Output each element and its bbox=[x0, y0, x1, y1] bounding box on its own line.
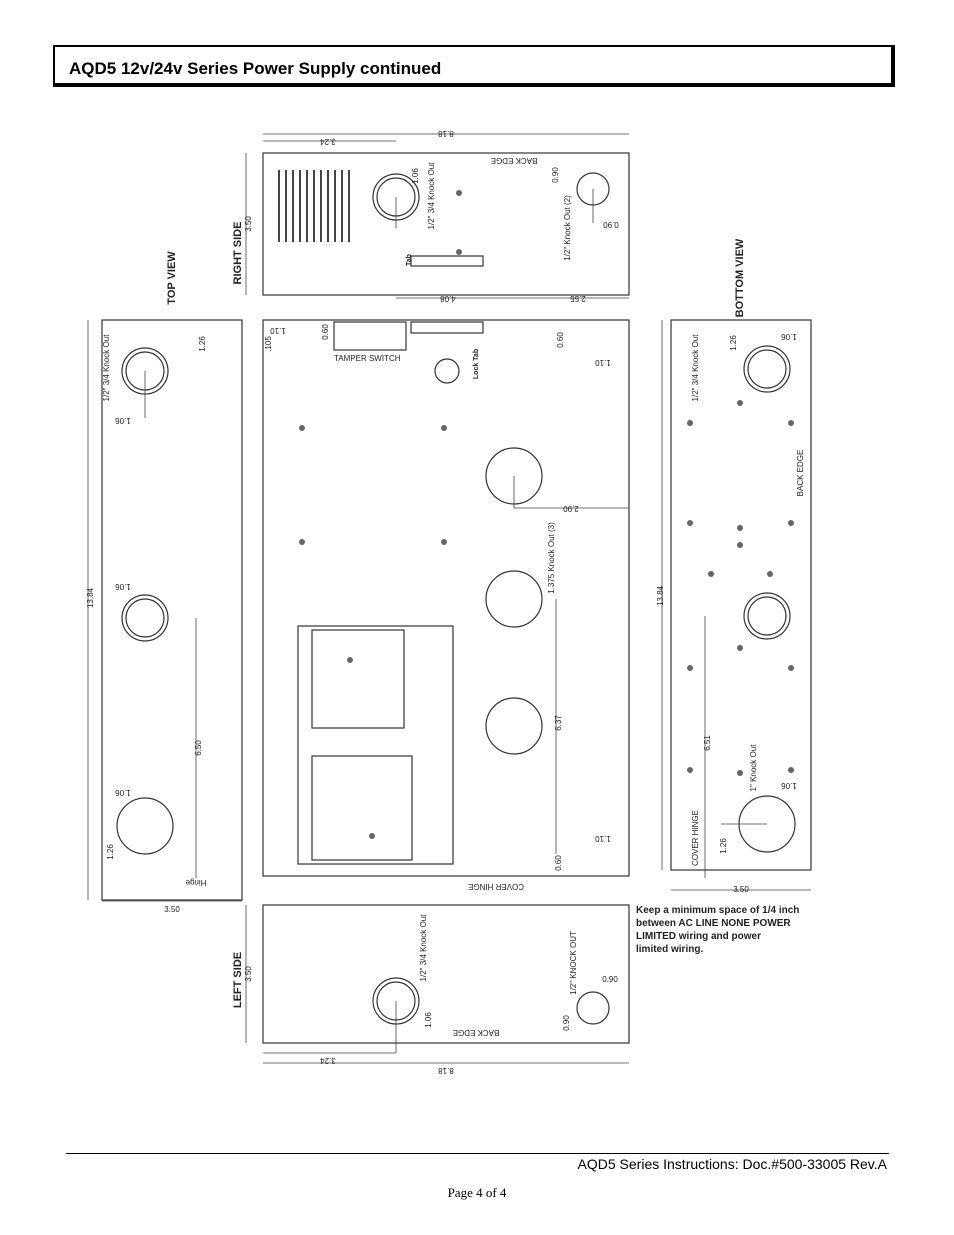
page-title: AQD5 12v/24v Series Power Supply continu… bbox=[69, 59, 442, 78]
top-view-panel bbox=[101, 319, 243, 901]
dim-13-84-top: 13.84 bbox=[86, 587, 95, 608]
note-line-1: Keep a minimum space of 1/4 inch bbox=[636, 905, 799, 916]
cover-hinge-label: COVER HINGE bbox=[468, 882, 524, 891]
right-side-panel bbox=[262, 152, 630, 296]
dim-0-90-left: 0.90 bbox=[562, 1015, 571, 1031]
knockout-12-label: 1/2" KNOCK OUT bbox=[569, 931, 578, 995]
tamper-switch-box bbox=[333, 321, 407, 351]
dim-105: .105 bbox=[264, 336, 273, 352]
dim-13-84-bottom: 13.84 bbox=[656, 585, 665, 606]
note-line-3: LIMITED wiring and power bbox=[636, 931, 761, 942]
dim-1-06-right: 1.06 bbox=[411, 168, 420, 184]
dim-8-18-top: 8.18 bbox=[438, 129, 454, 138]
dim-3-50-top: 3.50 bbox=[164, 905, 180, 914]
dim-1-26-bottom-b: 1.26 bbox=[719, 838, 728, 854]
knockout-34-label: 1/2" 3/4 Knock Out bbox=[427, 162, 436, 230]
dim-3-24-top: 3.24 bbox=[320, 137, 336, 146]
left-back-edge-label: BACK EDGE bbox=[453, 1028, 500, 1037]
drawing-svg: RIGHT SIDE TOP VIEW BOTTOM VIEW LEFT SID… bbox=[86, 129, 812, 1075]
back-edge-top-label: BACK EDGE bbox=[491, 156, 538, 165]
dim-1-06-left: 1.06 bbox=[424, 1012, 433, 1028]
footer-doc-number: AQD5 Series Instructions: Doc.#500-33005… bbox=[577, 1156, 887, 1172]
left-knockout-34-label: 1/2" 3/4 Knock Out bbox=[419, 914, 428, 982]
dim-3-24-left: 3.24 bbox=[320, 1056, 336, 1065]
bottom-knockout-34-label: 1/2" 3/4 Knock Out bbox=[691, 334, 700, 402]
bottom-view-panel bbox=[670, 319, 812, 871]
front-panel bbox=[262, 319, 630, 877]
dim-4-08: 4.08 bbox=[440, 294, 456, 303]
lock-tab-box bbox=[410, 321, 484, 334]
dim-1-06-top-b: 1.06 bbox=[115, 582, 131, 591]
tab-label: Tab bbox=[406, 254, 413, 266]
hinge-label: Hinge bbox=[185, 878, 206, 887]
header-box: AQD5 12v/24v Series Power Supply continu… bbox=[53, 45, 895, 87]
dim-1-06-bottom: 1.06 bbox=[781, 332, 797, 341]
note-line-2: between AC LINE NONE POWER bbox=[636, 918, 791, 929]
board-outline bbox=[297, 625, 454, 865]
lock-tab-label: Lock Tab bbox=[473, 349, 480, 379]
dim-0-60-front-b: 0.60 bbox=[556, 332, 565, 348]
dim-6-37: 6.37 bbox=[554, 715, 563, 731]
tamper-switch-label: TAMPER SWITCH bbox=[334, 354, 401, 363]
tab-slot bbox=[410, 255, 484, 267]
left-side-label: LEFT SIDE bbox=[232, 952, 244, 1008]
dim-1-06-bottom-b: 1.06 bbox=[781, 781, 797, 790]
dim-1-10-front: 1.10 bbox=[270, 326, 286, 335]
mechanical-drawing: RIGHT SIDE TOP VIEW BOTTOM VIEW LEFT SID… bbox=[66, 118, 840, 1083]
bottom-view-label: BOTTOM VIEW bbox=[734, 238, 746, 317]
dim-1-26-top: 1.26 bbox=[198, 336, 207, 352]
dim-1-06-top: 1.06 bbox=[115, 416, 131, 425]
dim-0-90-right: 0.90 bbox=[551, 167, 560, 183]
dim-2-55: 2.55 bbox=[570, 294, 586, 303]
dim-1-26-top-b: 1.26 bbox=[106, 844, 115, 860]
knockout-1375-label: 1.375 Knock Out (3) bbox=[547, 522, 556, 594]
knockout-1-label: 1" Knock Out bbox=[749, 744, 758, 792]
dim-1-10-front-c: 1.10 bbox=[595, 834, 611, 843]
top-knockout-34-label: 1/2" 3/4 Knock Out bbox=[102, 334, 111, 402]
transformer-bottom bbox=[311, 755, 413, 861]
dim-1-06-top-c: 1.06 bbox=[115, 788, 131, 797]
dim-3-50-bottom: 3.50 bbox=[733, 885, 749, 894]
bottom-cover-hinge-label: COVER HINGE bbox=[691, 810, 700, 866]
transformer-top bbox=[311, 629, 405, 729]
dim-0-60-front-c: 0.60 bbox=[554, 855, 563, 871]
dim-8-18-left: 8.18 bbox=[438, 1066, 454, 1075]
left-side-panel bbox=[262, 904, 630, 1044]
note-line-4: limited wiring. bbox=[636, 944, 703, 955]
dim-3-50-left: 3.50 bbox=[244, 966, 253, 982]
dim-6-50: 6.50 bbox=[194, 740, 203, 756]
dim-0-60-front: 0.60 bbox=[321, 324, 330, 340]
footer-rule bbox=[66, 1153, 889, 1154]
top-view-label: TOP VIEW bbox=[166, 251, 178, 305]
right-side-label: RIGHT SIDE bbox=[232, 222, 244, 285]
dim-0-90-left-b: 0.90 bbox=[602, 975, 618, 984]
dim-0-90-right-b: 0.90 bbox=[603, 220, 619, 229]
dim-3-50-right: 3.50 bbox=[244, 216, 253, 232]
dim-1-26-bottom: 1.26 bbox=[729, 335, 738, 351]
dim-2-90: 2.90 bbox=[563, 504, 579, 513]
knockout-12-2-label: 1/2" Knock Out (2) bbox=[563, 195, 572, 261]
dim-6-51: 6.51 bbox=[703, 735, 712, 751]
dim-1-10-front-b: 1.10 bbox=[595, 358, 611, 367]
page-number: Page 4 of 4 bbox=[447, 1185, 507, 1200]
bottom-back-edge-label: BACK EDGE bbox=[796, 450, 805, 497]
